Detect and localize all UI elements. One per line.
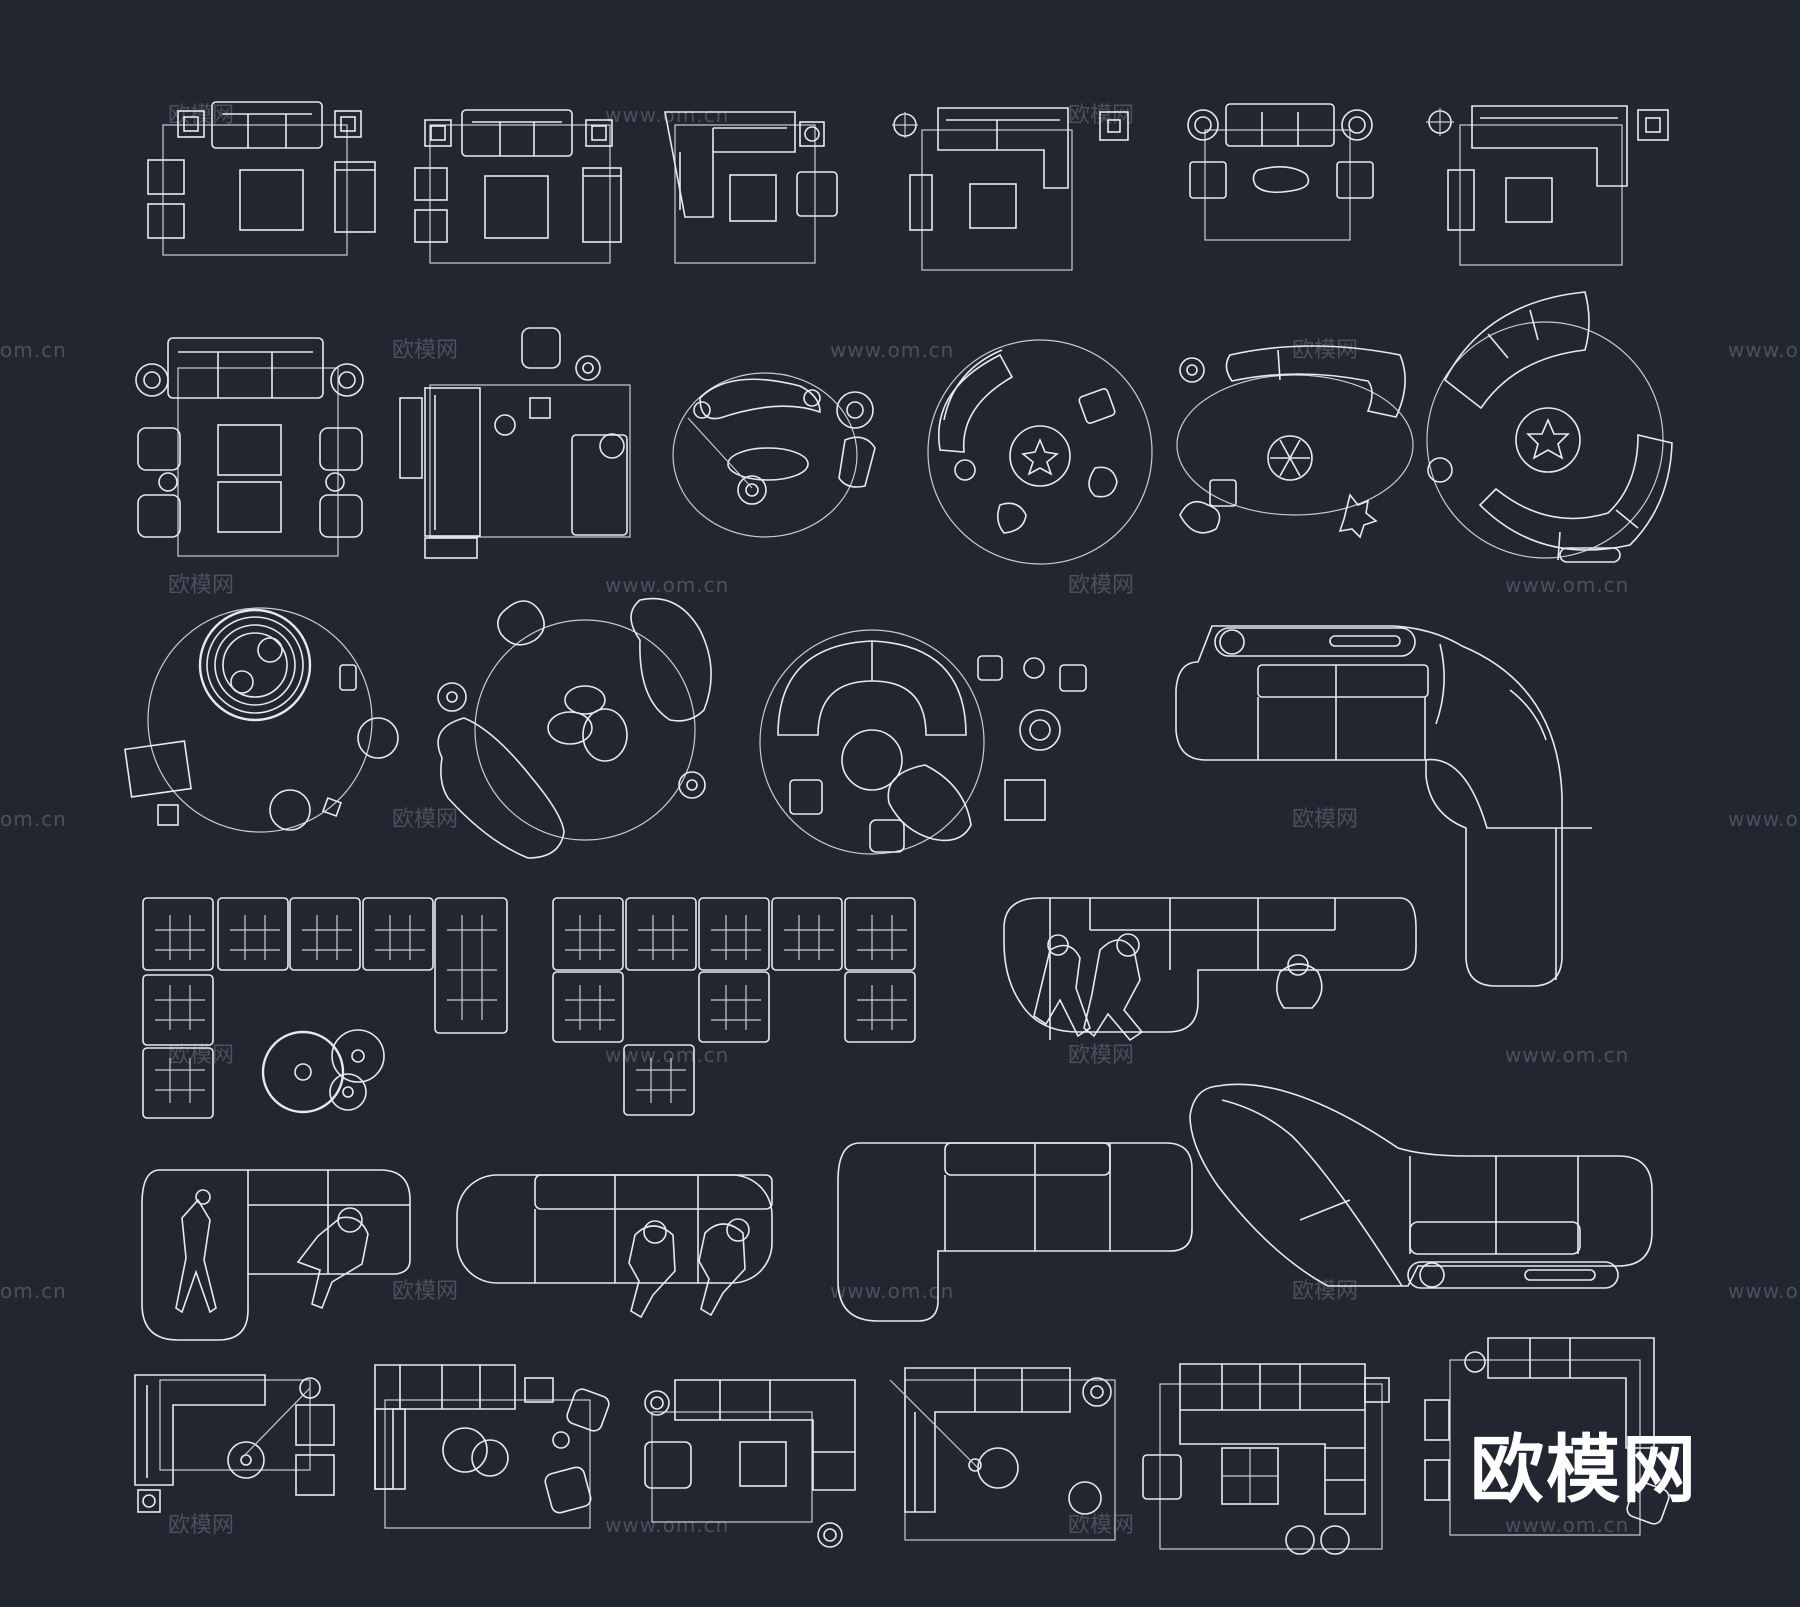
row-2-lounge-sets: [135, 291, 1673, 565]
sofa-plan-icon: [374, 1364, 610, 1529]
sofa-plan-icon: [1424, 1337, 1670, 1536]
sofa-plan-icon: [134, 1374, 335, 1513]
watermark-url: www.o: [1728, 338, 1799, 362]
sectional-sofa-icon: [1003, 897, 1417, 1042]
watermark-brand: 欧模网: [1292, 1279, 1358, 1304]
watermark-url: www.om.cn: [605, 1043, 729, 1067]
round-lounge-icon: [759, 629, 1087, 855]
watermark-brand: 欧模网: [392, 807, 458, 832]
brand-logo: 欧模网: [1470, 1427, 1698, 1513]
sectional-sofa-icon: [837, 1142, 1193, 1322]
round-lounge-icon: [437, 597, 712, 859]
round-lounge-icon: [927, 339, 1153, 565]
watermark-brand: 欧模网: [392, 338, 458, 363]
row-3-round-sets: [124, 597, 1592, 987]
round-lounge-icon: [1176, 345, 1414, 539]
person-figure-icon: [698, 1218, 750, 1317]
watermark-url: www.om.cn: [605, 573, 729, 597]
person-figure-icon: [296, 1207, 369, 1310]
person-figure-icon: [628, 1220, 676, 1319]
sofa-plan-icon: [135, 337, 364, 557]
watermark-brand: 欧模网: [168, 1513, 234, 1538]
watermark-url: www.om.cn: [1505, 1043, 1629, 1067]
watermark-brand: 欧模网: [1292, 807, 1358, 832]
watermark-brand: 欧模网: [168, 1043, 234, 1068]
person-figure-icon: [175, 1189, 217, 1314]
sofa-plan-icon: [644, 1379, 856, 1548]
round-lounge-icon: [672, 372, 876, 538]
sofa-plan-icon: [1426, 105, 1669, 266]
sectional-sofa-icon: [1175, 625, 1592, 987]
sectional-sofa-icon: [142, 897, 508, 1119]
sofa-plan-icon: [1187, 103, 1374, 241]
round-lounge-icon: [1426, 291, 1673, 563]
watermark-url: om.cn: [0, 338, 67, 362]
person-figure-icon: [1276, 954, 1323, 1009]
watermark-brand: 欧模网: [392, 1279, 458, 1304]
sectional-sofa-icon: [552, 897, 916, 1116]
watermark-brand: 欧模网: [1068, 103, 1134, 128]
sectional-sofa-icon: [141, 1169, 411, 1341]
row-6-sofa-sets: [134, 1337, 1670, 1555]
sofa-plan-icon: [399, 327, 631, 559]
sofa-plan-icon: [147, 101, 376, 256]
sectional-sofa-icon: [1189, 1083, 1653, 1289]
row-4-tufted-sectionals: [142, 897, 1417, 1119]
watermark-brand: 欧模网: [1068, 573, 1134, 598]
watermark-brand: 欧模网: [168, 103, 234, 128]
watermark-url: www.om.cn: [830, 338, 954, 362]
watermark-url: om.cn: [0, 807, 67, 831]
sofa-plan-icon: [889, 1367, 1116, 1541]
watermark-url: om.cn: [0, 1279, 67, 1303]
person-figure-icon: [1083, 933, 1144, 1042]
watermark-url: www.o: [1728, 807, 1799, 831]
watermark-brand: 欧模网: [1068, 1043, 1134, 1068]
watermark-url: www.om.cn: [605, 1513, 729, 1537]
sofa-plan-icon: [664, 111, 838, 264]
watermark-url: www.om.cn: [1505, 1513, 1629, 1537]
watermark-url: www.om.cn: [830, 1279, 954, 1303]
row-5-modular-sofas: [141, 1083, 1653, 1341]
watermark-brand: 欧模网: [1068, 1513, 1134, 1538]
sofa-plan-icon: [414, 109, 622, 264]
watermark-url: www.o: [1728, 1279, 1799, 1303]
person-figure-icon: [1033, 934, 1091, 1038]
watermark-url: www.om.cn: [1505, 573, 1629, 597]
watermark-brand: 欧模网: [168, 573, 234, 598]
sofa-plan-icon: [892, 107, 1129, 271]
sofa-plan-icon: [1142, 1363, 1390, 1555]
row-1-sofa-sets: [147, 101, 1669, 271]
watermarks: 欧模网 www.om.cn 欧模网 om.cn 欧模网 www.om.cn 欧模…: [0, 103, 1799, 1538]
watermark-brand: 欧模网: [1292, 338, 1358, 363]
sectional-sofa-icon: [456, 1174, 773, 1319]
round-lounge-icon: [124, 607, 399, 833]
